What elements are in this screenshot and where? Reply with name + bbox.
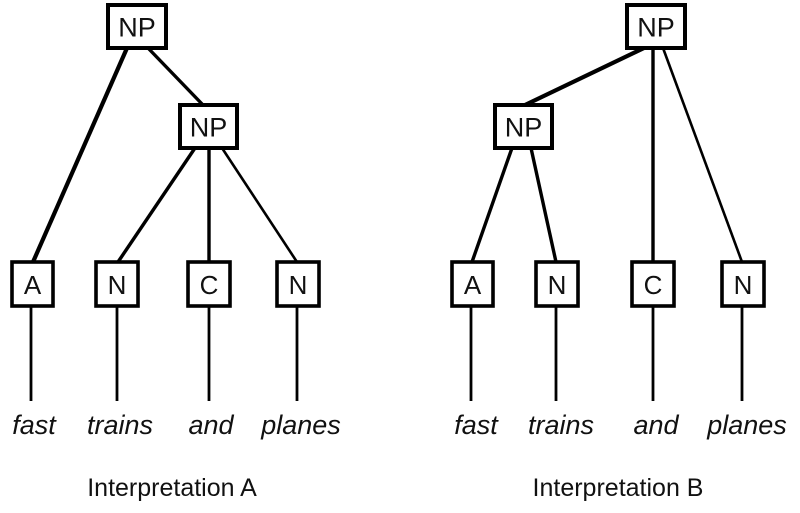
node-label-b-leaf-n2: N — [734, 270, 753, 300]
node-label-b-leaf-n1: N — [548, 270, 567, 300]
word-label-interpretation-a-3: planes — [260, 410, 341, 440]
edge-b-root-np-to-b-leaf-n2 — [661, 47, 744, 263]
caption-interpretation-a: Interpretation A — [87, 474, 257, 502]
node-label-a-leaf-n2: N — [289, 270, 308, 300]
node-box-b-leaf-a[interactable] — [450, 260, 495, 308]
node-box-b-root-np[interactable] — [625, 3, 687, 50]
word-label-interpretation-a-1: trains — [87, 410, 153, 440]
edge-a-inner-np-to-a-leaf-n2 — [220, 147, 299, 263]
edge-a-root-np-to-a-leaf-a — [31, 47, 129, 263]
node-label-b-leaf-c: C — [644, 270, 663, 300]
node-label-a-inner-np: NP — [190, 113, 228, 143]
edge-b-inner-np-to-b-leaf-a — [470, 147, 514, 263]
word-label-interpretation-a-2: and — [188, 410, 234, 440]
edge-b-inner-np-to-b-leaf-n1 — [529, 147, 558, 263]
word-label-interpretation-b-0: fast — [454, 410, 499, 440]
node-box-a-inner-np[interactable] — [178, 103, 239, 150]
node-label-b-leaf-a: A — [464, 270, 482, 300]
node-box-a-leaf-n1[interactable] — [94, 260, 140, 308]
word-label-interpretation-b-3: planes — [706, 410, 787, 440]
word-label-interpretation-a-0: fast — [12, 410, 57, 440]
word-label-interpretation-b-2: and — [633, 410, 679, 440]
node-box-b-leaf-n1[interactable] — [534, 260, 580, 308]
node-box-b-inner-np[interactable] — [493, 103, 554, 150]
node-label-b-inner-np: NP — [505, 113, 543, 143]
node-box-b-leaf-n2[interactable] — [720, 260, 766, 308]
node-box-b-leaf-c[interactable] — [630, 260, 676, 308]
node-box-a-leaf-c[interactable] — [186, 260, 232, 308]
word-label-interpretation-b-1: trains — [528, 410, 594, 440]
node-label-a-leaf-n1: N — [108, 270, 127, 300]
node-box-a-root-np[interactable] — [106, 3, 168, 50]
edge-b-root-np-to-b-inner-np — [524, 46, 645, 107]
caption-interpretation-b: Interpretation B — [533, 474, 704, 502]
node-label-a-root-np: NP — [118, 13, 156, 43]
node-label-a-leaf-c: C — [200, 270, 219, 300]
node-box-a-leaf-a[interactable] — [10, 260, 55, 308]
edge-a-inner-np-to-a-leaf-n1 — [116, 147, 197, 263]
node-label-b-root-np: NP — [637, 13, 675, 43]
edge-a-root-np-to-a-inner-np — [146, 46, 205, 107]
node-label-a-leaf-a: A — [24, 270, 42, 300]
node-box-a-leaf-n2[interactable] — [275, 260, 321, 308]
